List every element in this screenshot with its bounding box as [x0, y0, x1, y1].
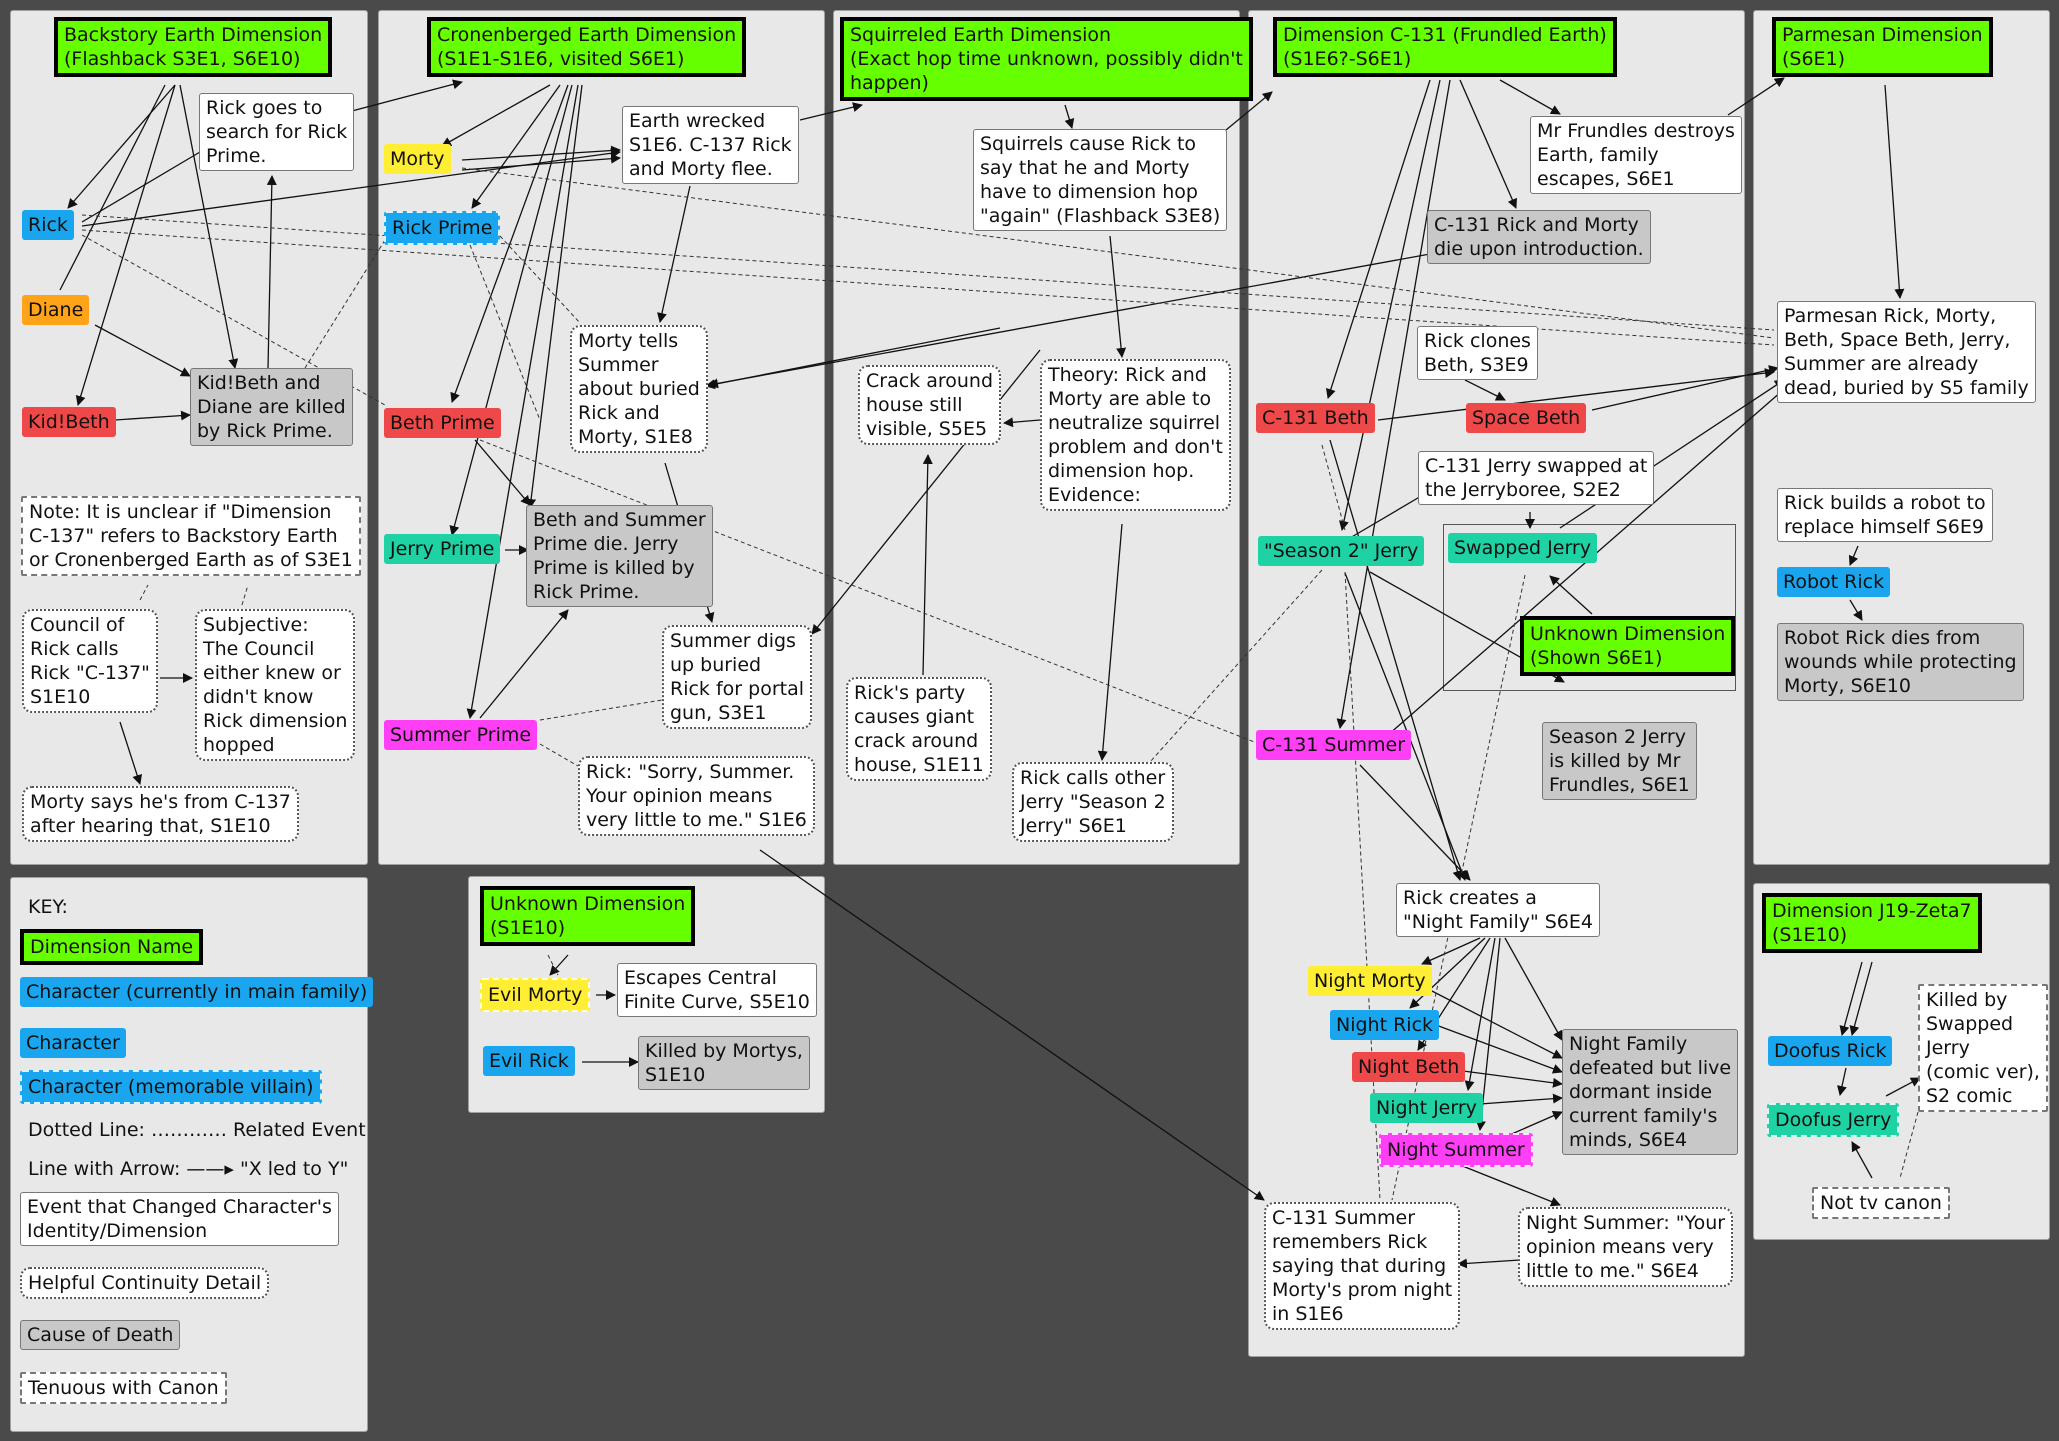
tenuous-killed-by-swapped-jerry: Killed by Swapped Jerry (comic ver), S2 … [1918, 984, 2048, 1112]
character-space-beth: Space Beth [1466, 403, 1587, 433]
cause-c131-rick-morty-die: C-131 Rick and Morty die upon introducti… [1427, 210, 1651, 264]
dimension-unknown-s1e10: Unknown Dimension (S1E10) [480, 886, 696, 946]
character-night-beth: Night Beth [1352, 1052, 1466, 1082]
tenuous-not-tv-canon: Not tv canon [1812, 1187, 1950, 1219]
cause-evil-rick-killed: Killed by Mortys, S1E10 [638, 1036, 810, 1090]
cause-robot-rick-dies: Robot Rick dies from wounds while protec… [1777, 623, 2024, 701]
key-helpful-detail: Helpful Continuity Detail [20, 1267, 270, 1299]
detail-morty-says-c137: Morty says he's from C-137 after hearing… [22, 786, 299, 842]
event-rick-clones-beth: Rick clones Beth, S3E9 [1417, 326, 1538, 380]
dimension-backstory-earth: Backstory Earth Dimension (Flashback S3E… [54, 17, 333, 77]
character-c131-beth: C-131 Beth [1256, 403, 1375, 433]
key-title: KEY: [28, 896, 68, 918]
detail-night-summer-opinion: Night Summer: "Your opinion means very l… [1518, 1207, 1734, 1287]
panel-parmesan [1753, 10, 2050, 865]
event-rick-builds-robot: Rick builds a robot to replace himself S… [1777, 488, 1993, 542]
event-escapes-central-finite-curve: Escapes Central Finite Curve, S5E10 [617, 963, 817, 1017]
character-summer-prime: Summer Prime [384, 720, 538, 750]
character-c131-summer: C-131 Summer [1256, 730, 1412, 760]
character-robot-rick: Robot Rick [1777, 567, 1891, 597]
detail-summer-digs: Summer digs up buried Rick for portal gu… [662, 625, 813, 729]
note-unclear-c137: Note: It is unclear if "Dimension C-137"… [21, 496, 361, 576]
key-event: Event that Changed Character's Identity/… [20, 1192, 339, 1246]
key-cause-of-death: Cause of Death [20, 1320, 181, 1350]
character-kid-beth: Kid!Beth [22, 407, 116, 437]
character-night-jerry: Night Jerry [1370, 1093, 1483, 1123]
cause-kid-beth-diane-killed: Kid!Beth and Diane are killed by Rick Pr… [190, 368, 353, 446]
detail-theory-no-hop: Theory: Rick and Morty are able to neutr… [1040, 359, 1231, 511]
event-parmesan-family-dead: Parmesan Rick, Morty, Beth, Space Beth, … [1777, 301, 2036, 403]
detail-council-calls-rick: Council of Rick calls Rick "C-137" S1E10 [22, 609, 158, 713]
key-tenuous: Tenuous with Canon [20, 1372, 227, 1404]
key-dotted-line: Dotted Line: ………… Related Event [28, 1119, 366, 1141]
character-beth-prime: Beth Prime [384, 408, 501, 438]
detail-crack-still-visible: Crack around house still visible, S5E5 [858, 365, 1002, 445]
dimension-parmesan: Parmesan Dimension (S6E1) [1772, 17, 1993, 77]
character-season2-jerry: "Season 2" Jerry [1258, 536, 1425, 566]
detail-morty-tells-summer: Morty tells Summer about buried Rick and… [570, 325, 708, 453]
event-earth-wrecked: Earth wrecked S1E6. C-137 Rick and Morty… [622, 106, 799, 184]
character-rick-prime: Rick Prime [384, 211, 501, 245]
event-squirrels-cause-hop: Squirrels cause Rick to say that he and … [973, 129, 1228, 231]
dimension-unknown-shown-s6e1: Unknown Dimension (Shown S6E1) [1520, 616, 1736, 676]
key-villain: Character (memorable villain) [20, 1070, 322, 1104]
cause-season2-jerry-killed: Season 2 Jerry is killed by Mr Frundles,… [1542, 722, 1697, 800]
key-arrow-line: Line with Arrow: ——▸ "X led to Y" [28, 1158, 349, 1180]
detail-rick-calls-season2-jerry: Rick calls other Jerry "Season 2 Jerry" … [1012, 762, 1174, 842]
dimension-j19-zeta7: Dimension J19-Zeta7 (S1E10) [1762, 893, 1982, 953]
key-character: Character [20, 1028, 126, 1058]
dimension-c131-frundled-earth: Dimension C-131 (Frundled Earth) (S1E6?-… [1273, 17, 1617, 77]
character-swapped-jerry: Swapped Jerry [1448, 533, 1597, 563]
cause-night-family-defeated: Night Family defeated but live dormant i… [1562, 1029, 1739, 1155]
detail-rick-sorry-summer: Rick: "Sorry, Summer. Your opinion means… [578, 756, 815, 836]
detail-c131-summer-remembers: C-131 Summer remembers Rick saying that … [1264, 1202, 1461, 1330]
character-night-summer: Night Summer [1379, 1133, 1533, 1167]
key-main-character: Character (currently in main family) [20, 977, 374, 1007]
detail-subjective-council: Subjective: The Council either knew or d… [195, 609, 356, 761]
dimension-cronenberged-earth: Cronenberged Earth Dimension (S1E1-S1E6,… [427, 17, 747, 77]
character-rick: Rick [22, 210, 74, 240]
event-mr-frundles-destroys: Mr Frundles destroys Earth, family escap… [1530, 116, 1742, 194]
event-rick-creates-night-family: Rick creates a "Night Family" S6E4 [1396, 883, 1600, 937]
character-diane: Diane [22, 295, 90, 325]
character-evil-rick: Evil Rick [483, 1046, 575, 1076]
character-night-rick: Night Rick [1330, 1010, 1440, 1040]
event-rick-goes-search: Rick goes to search for Rick Prime. [199, 93, 355, 171]
cause-beth-summer-prime-die: Beth and Summer Prime die. Jerry Prime i… [526, 505, 713, 607]
character-evil-morty: Evil Morty [480, 978, 591, 1012]
edge-sorry-remembers [759, 849, 1265, 1201]
character-jerry-prime: Jerry Prime [384, 534, 501, 564]
detail-ricks-party-crack: Rick's party causes giant crack around h… [846, 677, 992, 781]
character-morty: Morty [384, 144, 451, 174]
character-night-morty: Night Morty [1308, 966, 1432, 996]
character-doofus-jerry: Doofus Jerry [1767, 1103, 1900, 1137]
dimension-squirreled-earth: Squirreled Earth Dimension (Exact hop ti… [840, 17, 1253, 101]
key-dimension-name: Dimension Name [20, 929, 204, 965]
event-jerry-swapped-jerryboree: C-131 Jerry swapped at the Jerryboree, S… [1418, 451, 1655, 505]
character-doofus-rick: Doofus Rick [1768, 1036, 1893, 1066]
